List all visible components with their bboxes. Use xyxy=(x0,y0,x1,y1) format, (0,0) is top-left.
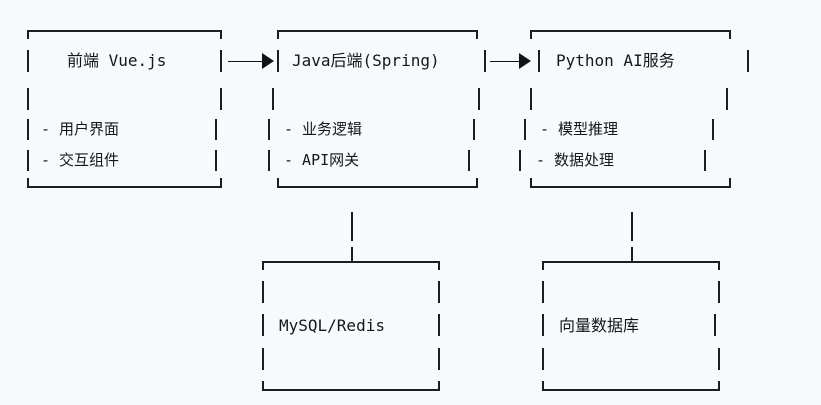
box-mysql-redis-corner-tl xyxy=(262,261,264,270)
box-backend-corner-tl xyxy=(277,30,279,39)
box-mysql-redis-right-pipe-r3 xyxy=(438,348,440,370)
box-backend-left-pipe-r4 xyxy=(268,150,270,171)
box-mysql-redis-corner-br xyxy=(438,381,440,390)
box-ai-service-corner-tl xyxy=(530,30,532,39)
box-ai-service-right-pipe-r3 xyxy=(712,119,714,140)
box-backend-right-pipe-r2 xyxy=(478,88,480,110)
connector-ai-to-vectordb-seg-2 xyxy=(631,247,633,261)
box-ai-service-left-pipe-r1 xyxy=(538,50,540,72)
box-backend-corner-bl xyxy=(277,178,279,187)
box-backend-bottom-border xyxy=(277,186,478,188)
box-frontend-left-pipe-r1 xyxy=(27,50,29,72)
box-ai-service-right-pipe-r1 xyxy=(747,50,749,72)
box-ai-service-bottom-border xyxy=(530,186,731,188)
box-vector-db-right-pipe-r1 xyxy=(718,281,720,303)
box-ai-service-left-pipe-r4 xyxy=(519,150,521,171)
box-ai-service-corner-bl xyxy=(530,178,532,187)
box-frontend-title: 前端 Vue.js xyxy=(67,51,167,70)
box-frontend-right-pipe-r3 xyxy=(215,119,217,140)
box-frontend-item-1: - 交互组件 xyxy=(41,151,120,169)
box-backend-top-border xyxy=(277,30,478,32)
box-vector-db-corner-bl xyxy=(542,381,544,390)
box-vector-db-left-pipe-r1 xyxy=(542,281,544,303)
box-vector-db-right-pipe-r3 xyxy=(718,348,720,370)
arrow-frontend-to-backend-head xyxy=(262,53,274,69)
connector-backend-to-mysql-seg-2 xyxy=(351,247,353,261)
arrow-frontend-to-backend-shaft xyxy=(228,61,266,62)
box-frontend-top-border xyxy=(27,30,222,32)
box-ai-service-left-pipe-r3 xyxy=(524,119,526,140)
box-frontend-corner-br xyxy=(220,178,222,187)
box-backend-corner-tr xyxy=(476,30,478,39)
box-frontend-corner-tr xyxy=(220,30,222,39)
box-mysql-redis-right-pipe-r1 xyxy=(438,281,440,303)
box-mysql-redis-title: MySQL/Redis xyxy=(279,316,385,335)
box-mysql-redis-corner-bl xyxy=(262,381,264,390)
box-vector-db-right-pipe-r2 xyxy=(714,314,716,336)
box-ai-service-left-pipe-r2 xyxy=(530,88,532,110)
box-ai-service-right-pipe-r2 xyxy=(726,88,728,110)
box-vector-db-left-pipe-r3 xyxy=(542,348,544,370)
box-frontend-corner-tl xyxy=(27,30,29,39)
box-mysql-redis-left-pipe-r2 xyxy=(262,314,264,336)
box-mysql-redis-top-border xyxy=(262,261,440,263)
box-frontend-right-pipe-r4 xyxy=(215,150,217,171)
box-ai-service-top-border xyxy=(530,30,731,32)
box-frontend-item-0: - 用户界面 xyxy=(41,120,120,138)
connector-ai-to-vectordb-seg-1 xyxy=(631,212,633,241)
box-vector-db-top-border xyxy=(542,261,720,263)
box-mysql-redis-left-pipe-r3 xyxy=(262,348,264,370)
box-frontend-bottom-border xyxy=(27,186,222,188)
arrow-backend-to-ai-head xyxy=(519,53,531,69)
box-ai-service-item-0: - 模型推理 xyxy=(540,120,619,138)
box-frontend-corner-bl xyxy=(27,178,29,187)
box-frontend-right-pipe-r1 xyxy=(220,50,222,72)
box-vector-db-corner-tr xyxy=(718,261,720,270)
box-backend-item-1: - API网关 xyxy=(284,151,360,169)
box-backend-left-pipe-r2 xyxy=(272,88,274,110)
box-ai-service-corner-br xyxy=(729,178,731,187)
box-vector-db-title: 向量数据库 xyxy=(559,316,640,335)
box-vector-db-corner-tl xyxy=(542,261,544,270)
box-vector-db-bottom-border xyxy=(542,389,720,391)
box-frontend-left-pipe-r2 xyxy=(27,88,29,110)
box-backend-left-pipe-r1 xyxy=(277,50,279,72)
box-backend-right-pipe-r1 xyxy=(484,50,486,72)
box-mysql-redis-corner-tr xyxy=(438,261,440,270)
box-backend-title: Java后端(Spring) xyxy=(292,51,440,70)
box-backend-item-0: - 业务逻辑 xyxy=(284,120,363,138)
box-mysql-redis-bottom-border xyxy=(262,389,440,391)
box-ai-service-corner-tr xyxy=(729,30,731,39)
box-ai-service-title: Python AI服务 xyxy=(556,51,675,70)
connector-backend-to-mysql-seg-1 xyxy=(351,212,353,241)
box-mysql-redis-left-pipe-r1 xyxy=(262,281,264,303)
box-backend-right-pipe-r4 xyxy=(468,150,470,171)
box-ai-service-item-1: - 数据处理 xyxy=(536,151,615,169)
box-mysql-redis-right-pipe-r2 xyxy=(438,314,440,336)
box-frontend-left-pipe-r3 xyxy=(27,119,29,140)
box-vector-db-left-pipe-r2 xyxy=(542,314,544,336)
arrow-backend-to-ai-shaft xyxy=(490,61,524,62)
box-frontend-right-pipe-r2 xyxy=(220,88,222,110)
box-backend-right-pipe-r3 xyxy=(473,119,475,140)
box-backend-left-pipe-r3 xyxy=(268,119,270,140)
box-backend-corner-br xyxy=(476,178,478,187)
box-frontend-left-pipe-r4 xyxy=(27,150,29,171)
box-ai-service-right-pipe-r4 xyxy=(704,150,706,171)
box-vector-db-corner-br xyxy=(718,381,720,390)
